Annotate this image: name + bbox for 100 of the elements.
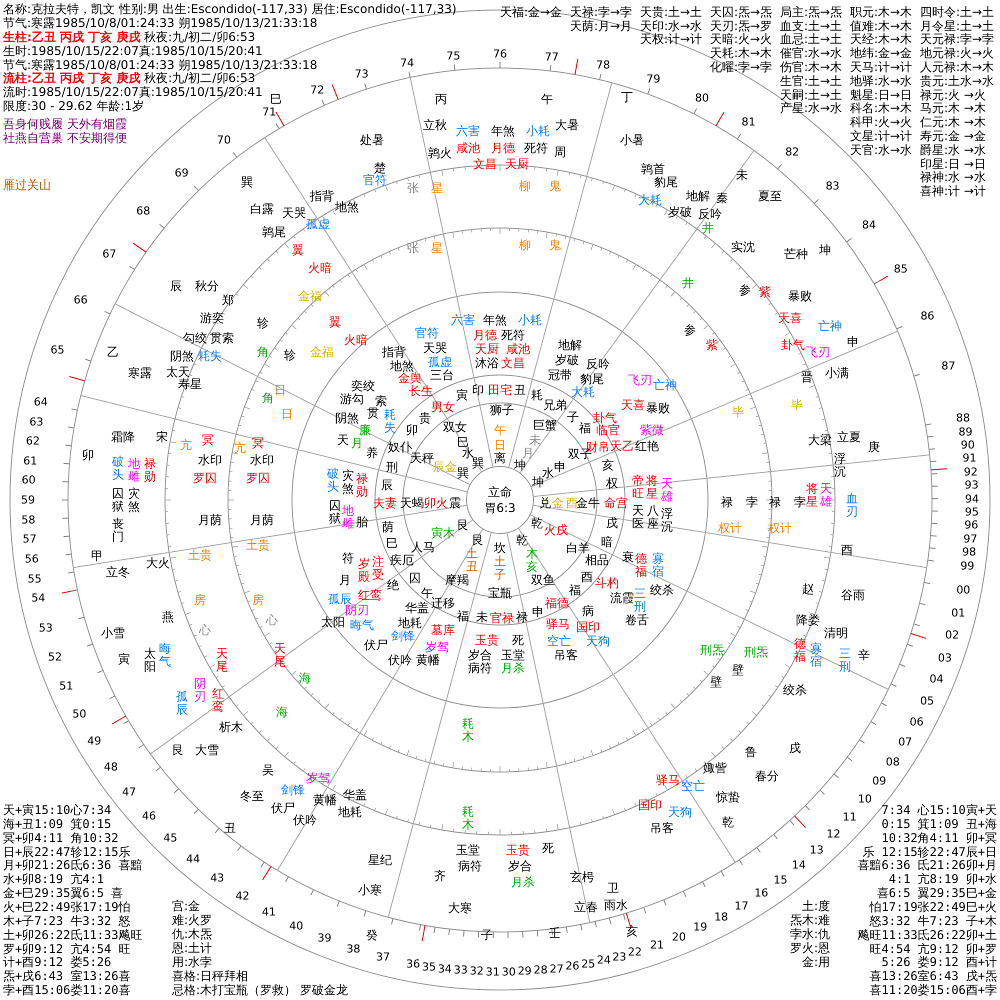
star-label: 破头 [327, 467, 339, 493]
chart-pattern-entry: 难:火罗 [172, 914, 212, 926]
star-label: 天雄 [820, 482, 832, 508]
palace-label: 子 [567, 411, 579, 423]
star-label: 帝旺 [632, 474, 644, 500]
station-label: 春分 [755, 770, 779, 782]
degree-number: 37 [376, 952, 390, 963]
info-line: 限度:30 - 29.62 年龄:1岁 [3, 100, 144, 112]
sign-label: 土丑 [466, 547, 478, 573]
station-label: 寅 [118, 653, 130, 665]
station-label: 降娄 [796, 614, 820, 626]
planet-position-entry: 日+辰22:47轸12:15乐 [3, 846, 130, 858]
station-label: 乙 [107, 346, 119, 358]
degree-number: 16 [754, 888, 768, 899]
sign-label: 木亥 [526, 547, 538, 573]
planet-label: 柳 [519, 180, 531, 192]
degree-number: 53 [38, 622, 53, 634]
degree-number: 77 [544, 51, 559, 62]
star-label: 地耗 [338, 806, 362, 818]
star-label: 伏尸 [271, 802, 295, 814]
degree-number: 81 [741, 116, 756, 128]
sign-label: 卯火 [424, 497, 448, 509]
degree-number: 42 [235, 890, 250, 902]
star-label: 墓库 [431, 624, 455, 636]
star-label: 六害 [451, 314, 475, 326]
star-label: 阴煞 [335, 412, 359, 424]
station-label: 鲁 [745, 746, 757, 758]
palace-label: 福德 [545, 597, 569, 609]
palace-label: 福 [579, 422, 591, 434]
sign-label: 人马 [411, 541, 435, 553]
star-label: 注受 [372, 555, 384, 581]
planet-position-entry: 旺4:54 亢9:12 卯+罗 [870, 942, 997, 954]
station-label: 星纪 [368, 854, 392, 866]
star-ruler-entry: 值难:木→木 [850, 20, 912, 32]
star-label: 符 [342, 552, 354, 564]
star-label: 小耗 [526, 125, 550, 137]
sign-label: 艮 [472, 534, 484, 546]
degree-number: 71 [262, 106, 276, 118]
degree-number: 31 [486, 966, 500, 978]
station-label: 坤 [819, 244, 831, 256]
station-label: 晋 [801, 371, 813, 383]
sign-label: 艮 [457, 519, 469, 531]
star-label: 地解 [558, 339, 582, 351]
palace-label: 官禄 [490, 612, 514, 624]
star-label: 地雌 [342, 504, 354, 530]
star-ruler-entry: 科名:木→木 [850, 102, 912, 114]
planet-label: 心 [199, 624, 211, 636]
planet-label: 角 [257, 346, 269, 358]
center-label: 立命 [487, 486, 513, 498]
star-label: 黄幡 [416, 654, 440, 666]
degree-number: 12 [826, 828, 841, 840]
star-label: 将星 [646, 474, 658, 500]
sign-label: 宝瓶 [488, 587, 512, 599]
degree-number: 65 [50, 344, 65, 356]
degree-number: 10 [858, 794, 872, 805]
star-ruler-entry: 喜神:计 →计 [920, 185, 986, 198]
planet-label: 孛 [794, 496, 806, 508]
palace-label: 耗 [531, 389, 543, 401]
planet-label: 冥 [252, 437, 264, 449]
station-label: 立秋 [423, 119, 447, 131]
star-label: 游奕 [200, 312, 224, 324]
planet-label: 权计 [718, 522, 742, 534]
chart-pattern-entry: 忌格:木打宝瓶（罗救） 罗破金龙 [172, 984, 348, 996]
star-label: 将星 [806, 482, 818, 508]
star-label: 地雌 [128, 457, 140, 483]
star-ruler-entry: 马元:木 →木 [920, 102, 986, 114]
star-label: 天哭 [282, 207, 306, 219]
degree-number: 19 [693, 922, 708, 933]
star-label: 暴败 [646, 402, 670, 414]
star-label: 太阳 [321, 616, 345, 628]
star-label: 吊客 [650, 822, 674, 834]
sign-label: 巽 [472, 457, 484, 469]
planet-label: 壁 [710, 676, 722, 688]
station-label: 卯 [82, 449, 94, 461]
station-label: 大梁 [808, 434, 832, 446]
planet-position-entry: 怒3:32 牛7:23 子+木 [870, 914, 997, 927]
star-label: 病符 [458, 860, 482, 872]
station-label: 甲 [91, 550, 103, 562]
sign-label: 巽 [457, 467, 469, 479]
planet-position-entry: 飚旺11:33氐26:22卯+土 [858, 928, 997, 941]
star-ruler-entry: 天囚:炁→炁 [710, 6, 772, 18]
star-label: 紫微 [640, 424, 664, 436]
degree-number: 24 [596, 954, 611, 966]
sign-label: 坤 [532, 476, 544, 488]
planet-position-entry: 喜11:20娄15:06酉+孛 [870, 984, 997, 996]
star-label: 六害 [456, 125, 480, 137]
star-ruler-entry: 仁元:木 →木 [920, 116, 986, 128]
station-label: 小满 [825, 367, 849, 379]
star-label: 天狗 [668, 806, 692, 818]
planet-label: 土贵 [246, 539, 270, 551]
planet-label: 金福 [310, 346, 334, 358]
star-label: 浮沉 [834, 452, 846, 478]
degree-number: 72 [310, 84, 324, 96]
degree-number: 28 [534, 964, 548, 976]
palace-label: 印 [472, 384, 484, 396]
star-ruler-entry: 禄神:水 →水 [920, 171, 986, 184]
planet-position-entry: 怕17:19张22:49巳+火 [870, 900, 997, 913]
chart-pattern-entry: 金:用 [802, 956, 830, 968]
degree-number: 73 [354, 68, 369, 80]
planet-position-entry: 海+丑1:09 箕0:15 [3, 818, 112, 830]
